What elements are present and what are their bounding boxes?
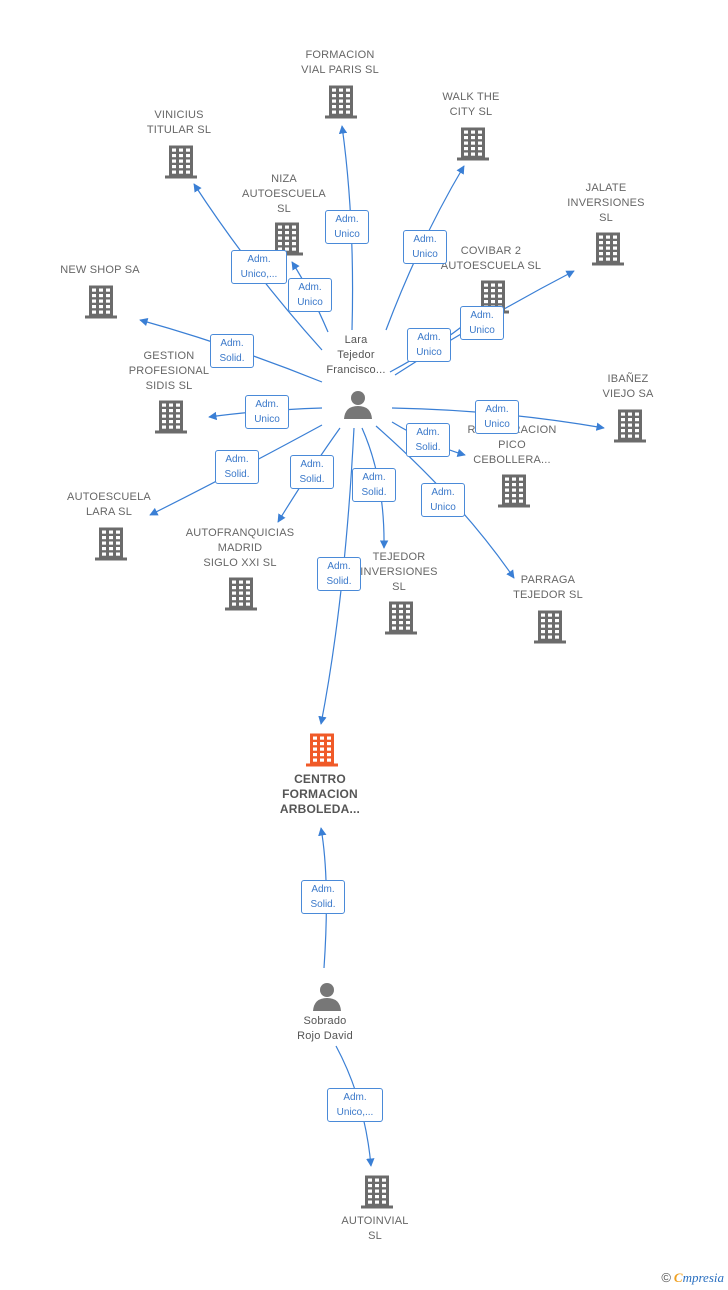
edge-label-lara-gestion[interactable]: Adm. Unico (245, 395, 289, 429)
building-icon-autolara[interactable] (95, 527, 127, 566)
building-icon-vinicius[interactable] (165, 145, 197, 184)
building-icon-restauracion[interactable] (498, 474, 530, 513)
building-icon-ibanez[interactable] (614, 409, 646, 448)
building-icon-walk[interactable] (457, 127, 489, 166)
person-label-lara[interactable]: Lara Tejedor Francisco... (326, 333, 386, 376)
building-icon-parraga[interactable] (534, 610, 566, 649)
building-icon-centro[interactable] (306, 733, 338, 772)
company-label-ibanez[interactable]: IBAÑEZ VIEJO SA (602, 373, 654, 400)
company-label-newshop[interactable]: NEW SHOP SA (60, 263, 140, 276)
edge-label-lara-niza[interactable]: Adm. Unico (288, 278, 332, 312)
edge-label-lara-jalate[interactable]: Adm. Unico (460, 306, 504, 340)
edge-label-lara-newshop[interactable]: Adm. Solid. (210, 334, 254, 368)
footer-brand: ©Cmpresia (661, 1270, 724, 1286)
company-label-vinicius[interactable]: VINICIUS TITULAR SL (146, 109, 212, 136)
building-icon-niza[interactable] (271, 222, 303, 261)
copyright-symbol: © (661, 1270, 671, 1285)
edge-label-lara-covibar[interactable]: Adm. Unico (407, 328, 451, 362)
edge-label-sobrado-autoinvial[interactable]: Adm. Unico,... (327, 1088, 383, 1122)
edge-label-lara-formacion[interactable]: Adm. Unico (325, 210, 369, 244)
person-icon-lara[interactable] (343, 389, 373, 424)
building-icon-autofranq[interactable] (225, 577, 257, 616)
company-label-niza[interactable]: NIZA AUTOESCUELA SL (242, 172, 326, 215)
person-icon-sobrado[interactable] (312, 981, 342, 1016)
company-label-parraga[interactable]: PARRAGA TEJEDOR SL (513, 574, 583, 601)
edge-label-lara-centro[interactable]: Adm. Solid. (317, 557, 361, 591)
company-label-centro[interactable]: CENTRO FORMACION ARBOLEDA... (279, 771, 361, 816)
company-label-autoinvial[interactable]: AUTOINVIAL SL (341, 1215, 409, 1242)
company-label-walk[interactable]: WALK THE CITY SL (442, 91, 500, 118)
edge-label-sobrado-centro[interactable]: Adm. Solid. (301, 880, 345, 914)
building-icon-autoinvial[interactable] (361, 1175, 393, 1214)
person-label-sobrado[interactable]: Sobrado Rojo David (297, 1015, 353, 1042)
company-label-autofranq[interactable]: AUTOFRANQUICIAS MADRID SIGLO XXI SL (185, 526, 295, 569)
edge-label-lara-autofranq[interactable]: Adm. Solid. (290, 455, 334, 489)
edge-label-lara-restauracion[interactable]: Adm. Solid. (406, 423, 450, 457)
edge-label-lara-tejedor[interactable]: Adm. Solid. (352, 468, 396, 502)
edge-label-lara-ibanez[interactable]: Adm. Unico (475, 400, 519, 434)
edge-label-lara-autolara[interactable]: Adm. Solid. (215, 450, 259, 484)
company-label-jalate[interactable]: JALATE INVERSIONES SL (567, 181, 645, 224)
brand-initial: C (673, 1270, 683, 1285)
building-icon-gestion[interactable] (155, 400, 187, 439)
company-label-autolara[interactable]: AUTOESCUELA LARA SL (67, 491, 151, 518)
building-icon-formacion[interactable] (325, 85, 357, 124)
building-icon-newshop[interactable] (85, 285, 117, 324)
building-icon-tejedor[interactable] (385, 601, 417, 640)
edge-label-lara-walk[interactable]: Adm. Unico (403, 230, 447, 264)
building-icon-jalate[interactable] (592, 232, 624, 271)
edge-label-lara-parraga[interactable]: Adm. Unico (421, 483, 465, 517)
company-label-gestion[interactable]: GESTION PROFESIONAL SIDIS SL (128, 349, 210, 392)
brand-name: mpresia (682, 1270, 724, 1285)
company-label-tejedor[interactable]: TEJEDOR INVERSIONES SL (360, 550, 438, 593)
edge-label-lara-vinicius[interactable]: Adm. Unico,... (231, 250, 287, 284)
company-label-formacion[interactable]: FORMACION VIAL PARIS SL (301, 49, 379, 76)
company-label-covibar[interactable]: COVIBAR 2 AUTOESCUELA SL (440, 245, 542, 272)
